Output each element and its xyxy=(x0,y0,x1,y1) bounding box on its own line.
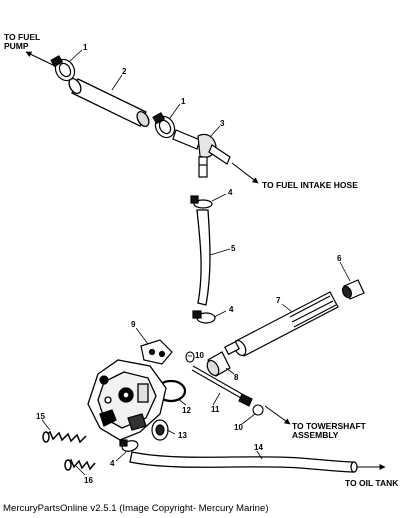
label-to-fuel-pump-line2: PUMP xyxy=(4,41,29,51)
label-to-towershaft-line2: ASSEMBLY xyxy=(292,430,339,440)
fitting-13 xyxy=(151,419,169,441)
callout-16: 16 xyxy=(84,476,93,485)
direction-arrows xyxy=(25,51,386,470)
callout-15: 15 xyxy=(36,412,45,421)
label-to-towershaft-line1: TO TOWERSHAFT xyxy=(292,421,367,431)
callout-9: 9 xyxy=(131,320,136,329)
image-caption: MercuryPartsOnline v2.5.1 (Image Copyrig… xyxy=(3,503,269,514)
hose-clamp-1-lower xyxy=(152,112,176,139)
callout-1-lower: 1 xyxy=(181,97,186,106)
spring-16 xyxy=(64,458,96,471)
label-to-fuel-pump-line1: TO FUEL xyxy=(4,32,40,42)
callout-10-upper: 10 xyxy=(195,351,204,360)
callout-numbers: 1 2 1 3 4 5 6 7 4 9 10 8 12 11 10 15 13 … xyxy=(36,43,342,485)
hose-clamp-4-lower xyxy=(119,439,139,452)
hose-clamp-4-middle xyxy=(192,310,216,324)
fuel-line-hose-5 xyxy=(196,209,211,306)
spring-15 xyxy=(42,430,87,444)
link-rod-11 xyxy=(191,365,253,407)
parts-diagram: TO FUEL PUMP TO FUEL INTAKE HOSE TO TOWE… xyxy=(4,32,399,488)
label-to-fuel-intake-hose: TO FUEL INTAKE HOSE xyxy=(262,180,358,190)
oil-pump-body xyxy=(87,359,167,441)
washer-10-upper xyxy=(185,351,195,363)
callout-10-lower: 10 xyxy=(234,423,243,432)
callout-5: 5 xyxy=(231,244,236,253)
hose-clamp-1-upper xyxy=(50,55,76,82)
callout-4-lower: 4 xyxy=(110,459,115,468)
callout-4-middle: 4 xyxy=(229,305,234,314)
callout-13: 13 xyxy=(178,431,187,440)
seal-8 xyxy=(206,351,231,377)
oil-hose-14 xyxy=(129,451,358,473)
callout-1-upper: 1 xyxy=(83,43,88,52)
callout-3: 3 xyxy=(220,119,225,128)
callout-8: 8 xyxy=(234,373,239,382)
drive-shaft-7 xyxy=(224,291,339,357)
callout-12: 12 xyxy=(182,406,191,415)
bushing-6 xyxy=(341,279,365,300)
callout-4-upper: 4 xyxy=(228,188,233,197)
tee-fitting-3 xyxy=(172,129,231,178)
hose-clamp-4-upper xyxy=(190,195,213,209)
callout-11: 11 xyxy=(211,405,220,414)
label-to-oil-tank: TO OIL TANK xyxy=(345,478,399,488)
fitting-9 xyxy=(140,339,173,365)
callout-14: 14 xyxy=(254,443,263,452)
fuel-hose-2 xyxy=(68,77,150,128)
washer-10-lower xyxy=(252,404,264,416)
callout-2: 2 xyxy=(122,67,127,76)
callout-7: 7 xyxy=(276,296,281,305)
callout-6: 6 xyxy=(337,254,342,263)
leader-lines xyxy=(41,49,351,476)
